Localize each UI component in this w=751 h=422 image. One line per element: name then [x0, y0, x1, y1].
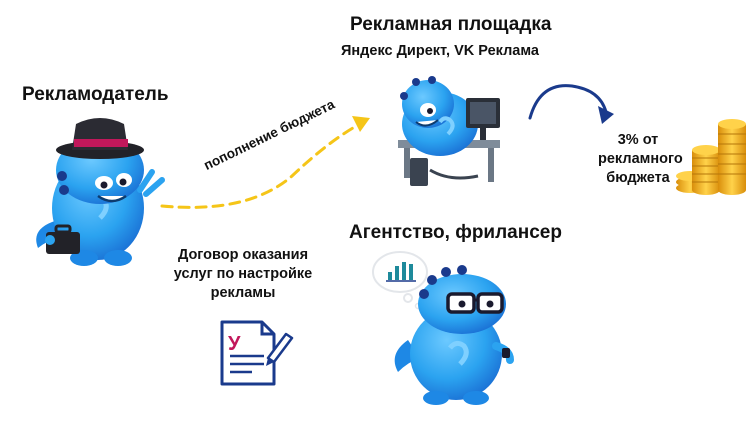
advertiser-title: Рекламодатель: [22, 84, 169, 105]
contract-document-icon: У: [220, 320, 294, 386]
coin-stacks-icon: [676, 119, 746, 195]
commission-text: 3% от рекламного бюджета: [598, 132, 683, 186]
thought-bubble-chart-icon: [372, 251, 428, 310]
agency-title: Агентство, фрилансер: [349, 222, 562, 243]
platform-subtitle: Яндекс Директ, VK Реклама: [341, 43, 539, 59]
contract-description: Договор оказания услуг по настройке рекл…: [173, 247, 313, 301]
agency-mascot: [394, 265, 514, 405]
contract-doc-letter: У: [228, 333, 241, 355]
platform-title: Рекламная площадка: [350, 14, 552, 35]
advertiser-mascot: [36, 118, 165, 266]
commission-arrow: [528, 84, 614, 124]
coin-stack-mid: [692, 145, 720, 195]
budget-arrow: [160, 116, 370, 209]
platform-mascot: [398, 76, 500, 186]
coin-stack-right: [718, 119, 746, 195]
